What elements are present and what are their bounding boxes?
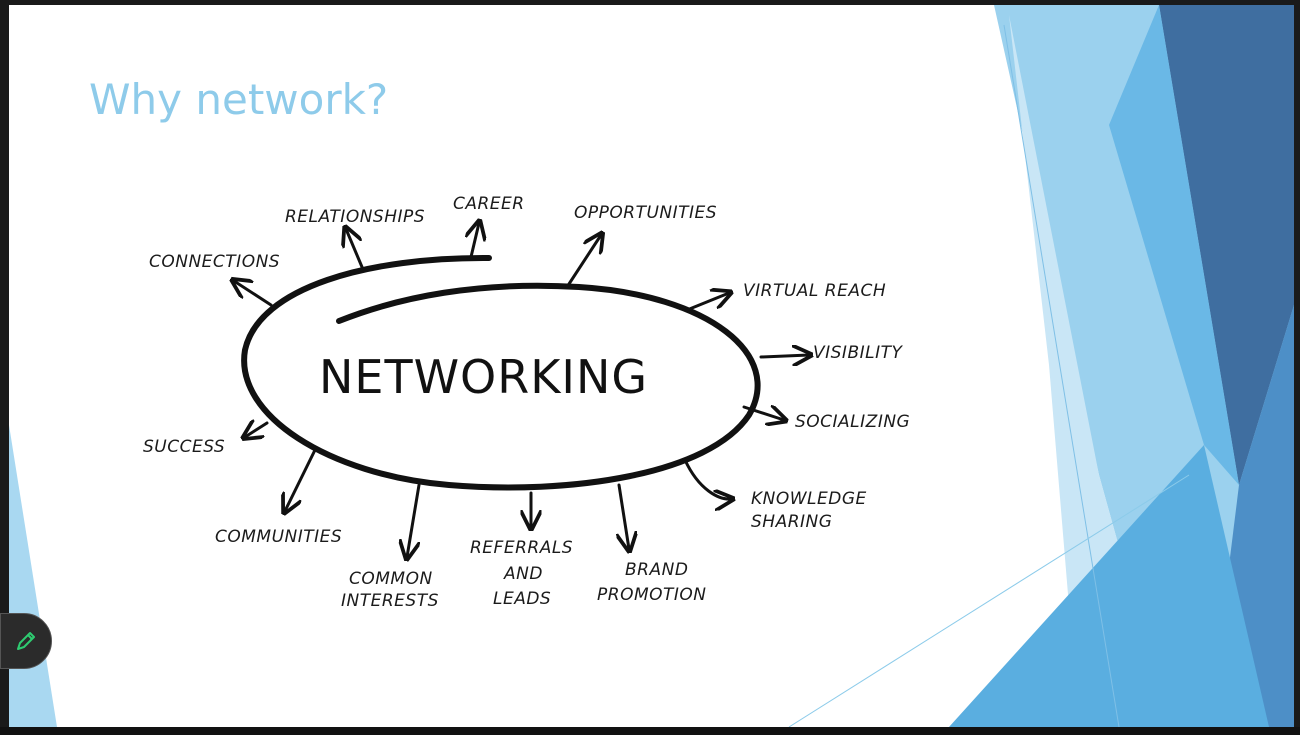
arrow-relationships: [346, 229, 364, 269]
networking-diagram: NETWORKING CONNECTIONS RELATIONSHIPS CAR…: [143, 194, 910, 611]
label-knowledge-line1: KNOWLEDGE: [751, 489, 867, 509]
label-referrals-line2: AND: [503, 564, 543, 584]
arrow-success: [245, 423, 269, 437]
arrow-career: [471, 223, 479, 259]
pen-tool-button[interactable]: [0, 613, 52, 669]
arrow-knowledge-sharing: [683, 458, 731, 499]
label-referrals-line1: REFERRALS: [470, 538, 573, 558]
label-knowledge-line2: SHARING: [751, 512, 832, 532]
slide-title: Why network?: [89, 75, 389, 124]
arrow-virtual-reach: [685, 293, 729, 312]
arrow-visibility: [759, 355, 809, 357]
center-label: NETWORKING: [319, 350, 648, 404]
arrow-brand-promotion: [619, 483, 629, 549]
label-career: CAREER: [453, 194, 525, 214]
deco-facet-6: [1109, 5, 1239, 485]
pencil-icon: [17, 632, 35, 650]
slide-background-shapes: [9, 5, 1294, 727]
bottom-bar: [0, 727, 1300, 735]
label-referrals-line3: LEADS: [493, 589, 551, 609]
label-relationships: RELATIONSHIPS: [285, 207, 425, 227]
label-common-line1: COMMON: [349, 569, 433, 589]
label-brand-line2: PROMOTION: [597, 585, 707, 605]
deco-line-1: [1003, 24, 1120, 727]
label-connections: CONNECTIONS: [149, 252, 280, 272]
deco-facet-5: [949, 445, 1269, 727]
deco-facet-2: [1159, 5, 1294, 485]
label-brand-line1: BRAND: [625, 560, 688, 580]
slide: Why network? NETWORKING CONNECTI: [9, 5, 1294, 727]
label-opportunities: OPPORTUNITIES: [574, 203, 717, 223]
label-common-line2: INTERESTS: [341, 591, 439, 611]
arrow-socializing: [742, 407, 784, 420]
label-virtual-reach: VIRTUAL REACH: [743, 281, 886, 301]
label-success: SUCCESS: [143, 437, 225, 457]
deco-line-2: [788, 474, 1190, 727]
label-visibility: VISIBILITY: [813, 343, 903, 363]
arrow-communities: [285, 448, 317, 511]
arrow-connections: [234, 281, 273, 307]
arrow-common-interests: [407, 483, 421, 557]
label-communities: COMMUNITIES: [215, 527, 342, 547]
networking-ellipse: [241, 254, 761, 491]
label-socializing: SOCIALIZING: [795, 412, 910, 432]
arrow-opportunities: [565, 235, 601, 289]
